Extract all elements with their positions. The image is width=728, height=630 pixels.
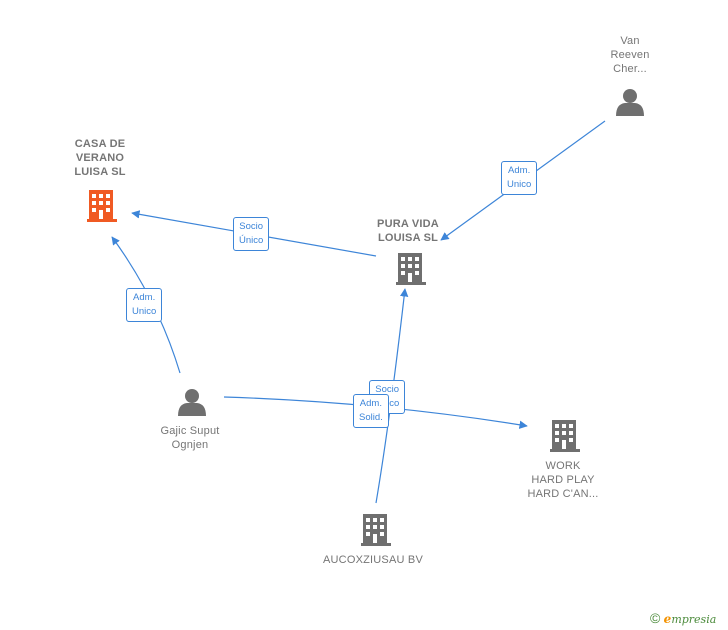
brand-footer: © empresia <box>650 610 716 626</box>
building-icon[interactable] <box>87 190 117 222</box>
person-icon[interactable] <box>616 89 644 116</box>
node-label-casa-de-verano[interactable]: CASA DE VERANO LUISA SL <box>74 138 126 178</box>
edge-label-socio-unico[interactable]: Socio Único <box>233 217 270 251</box>
brand-logo-text: mpresia <box>671 613 717 626</box>
edge-label-adm-solid[interactable]: Adm. Solid. <box>353 394 389 428</box>
building-icon[interactable] <box>396 253 426 285</box>
node-label-van-reeven[interactable]: Van Reeven Cher... <box>610 35 650 75</box>
copyright-symbol: © <box>650 610 661 626</box>
node-label-aucoxziusau[interactable]: AUCOXZIUSAU BV <box>323 554 423 566</box>
person-icon[interactable] <box>178 389 206 416</box>
node-label-work-hard-play[interactable]: WORK HARD PLAY HARD C'AN... <box>527 460 599 500</box>
edge-label-adm-unico[interactable]: Adm. Unico <box>501 161 538 195</box>
node-label-pura-vida[interactable]: PURA VIDA LOUISA SL <box>377 218 439 244</box>
building-icon[interactable] <box>550 420 580 452</box>
node-label-gajic-suput[interactable]: Gajic Suput Ognjen <box>160 425 220 451</box>
brand-logo-e: e <box>663 612 672 626</box>
edge-label-adm-unico[interactable]: Adm. Unico <box>126 288 163 322</box>
building-icon[interactable] <box>361 514 391 546</box>
